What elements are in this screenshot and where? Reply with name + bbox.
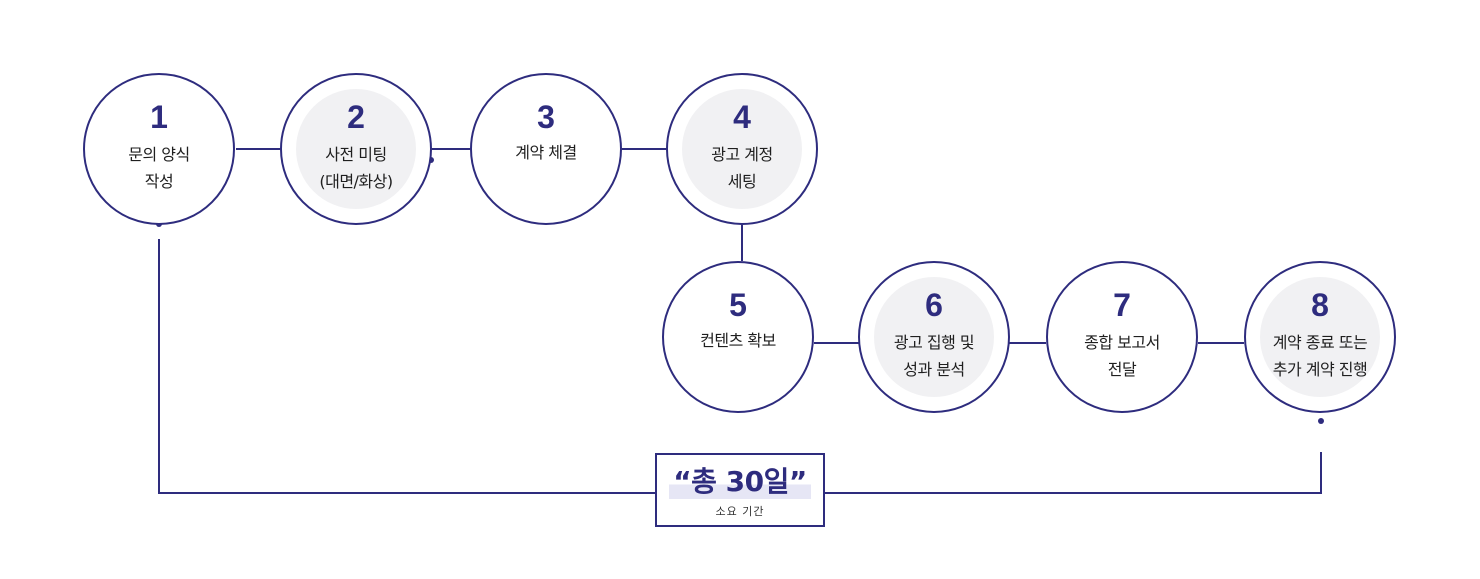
step-2-label: 사전 미팅 (대면/화상) [319,145,393,191]
step-4-number: 4 [733,99,751,135]
step-2-number: 2 [347,99,365,135]
total-duration-caption: 소요 기간 [715,505,765,518]
step-3-number: 3 [537,99,555,135]
step-5-number: 5 [729,287,747,323]
step-3-circle: 3 계약 체결 [470,73,622,225]
step-7-label: 종합 보고서 전달 [1084,333,1160,379]
step-1-label: 문의 양식 작성 [128,145,190,191]
step-5-label: 컨텐츠 확보 [700,331,776,350]
step-6-circle: 6 광고 집행 및 성과 분석 [858,261,1010,413]
total-duration-headline: “총 30일” [669,465,811,499]
step-8-circle: 8 계약 종료 또는 추가 계약 진행 [1244,261,1396,413]
step-8-number: 8 [1311,287,1329,323]
total-duration-box: “총 30일” 소요 기간 [655,453,825,527]
step-1-number: 1 [150,99,168,135]
step-1-circle: 1 문의 양식 작성 [83,73,235,225]
step-2-circle: 2 사전 미팅 (대면/화상) [280,73,432,225]
step-7-number: 7 [1113,287,1131,323]
step-4-circle: 4 광고 계정 세팅 [666,73,818,225]
step-4-label: 광고 계정 세팅 [711,145,773,191]
step-3-label: 계약 체결 [515,143,577,162]
step-6-label: 광고 집행 및 성과 분석 [893,333,975,379]
step-6-number: 6 [925,287,943,323]
step-8-label: 계약 종료 또는 추가 계약 진행 [1272,333,1368,379]
step-5-circle: 5 컨텐츠 확보 [662,261,814,413]
step-7-circle: 7 종합 보고서 전달 [1046,261,1198,413]
